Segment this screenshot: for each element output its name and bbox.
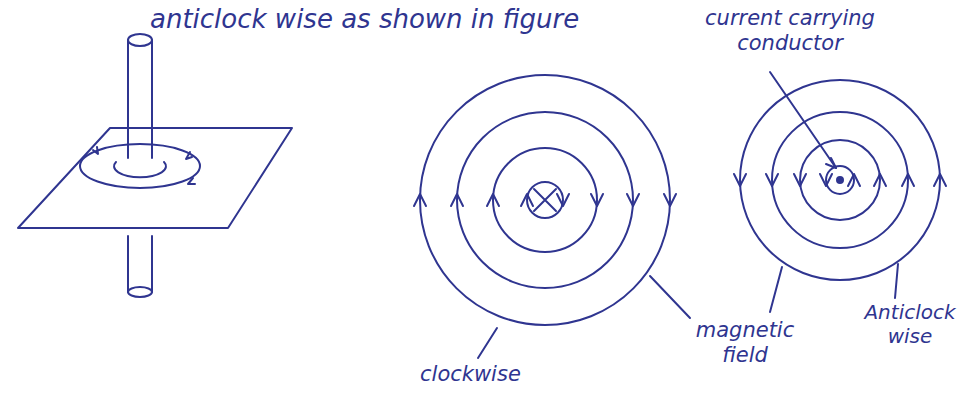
field-direction-arrow [591,194,603,206]
leader-line [895,264,898,298]
field-direction-arrow [557,194,569,206]
conductor-label: current carrying conductor [680,6,900,56]
field-direction-arrow [521,194,533,206]
field-direction-arrow [766,174,778,186]
field-arrows [93,147,195,184]
field-direction-arrow [734,174,746,186]
field-ring [527,182,563,218]
leader-line [478,328,497,358]
field-ring [800,140,880,220]
heading-note: anticlock wise as shown in figure [150,4,670,35]
field-direction-arrow [902,174,914,186]
current-into-page [534,189,556,211]
clockwise-label: clockwise [420,362,570,387]
leader-line [650,276,690,318]
field-ring [493,148,597,252]
conductor-rod-top [128,34,152,46]
conductor-rod-bottom [128,287,152,297]
field-ring [740,80,940,280]
anticlockwise-field [734,80,946,280]
field-direction-arrow [414,194,426,206]
field-direction-arrow [794,174,806,186]
field-direction-arrow [627,194,639,206]
field-direction-arrow [451,194,463,206]
field-ring [420,75,670,325]
field-ring [826,166,854,194]
field-direction-arrow [934,174,946,186]
current-out-of-page [837,177,843,183]
conductor-rod [128,40,152,158]
leader-line [770,72,836,168]
clockwise-field [414,75,676,325]
field-ring [457,112,633,288]
anticlockwise-label: Anticlock wise [852,300,968,348]
leader-line [770,267,782,312]
field-ring [772,112,908,248]
field-direction-arrow [820,174,832,186]
card-plane [18,128,292,228]
leader-arrow [826,158,836,168]
field-direction-arrow [848,174,860,186]
field-line-inner [114,162,166,177]
field-label: magnetic field [680,318,810,368]
field-direction-arrow [874,174,886,186]
field-direction-arrow [487,194,499,206]
field-direction-arrow [664,194,676,206]
conductor-rod-lower [128,236,152,292]
field-line-outer [80,144,200,188]
